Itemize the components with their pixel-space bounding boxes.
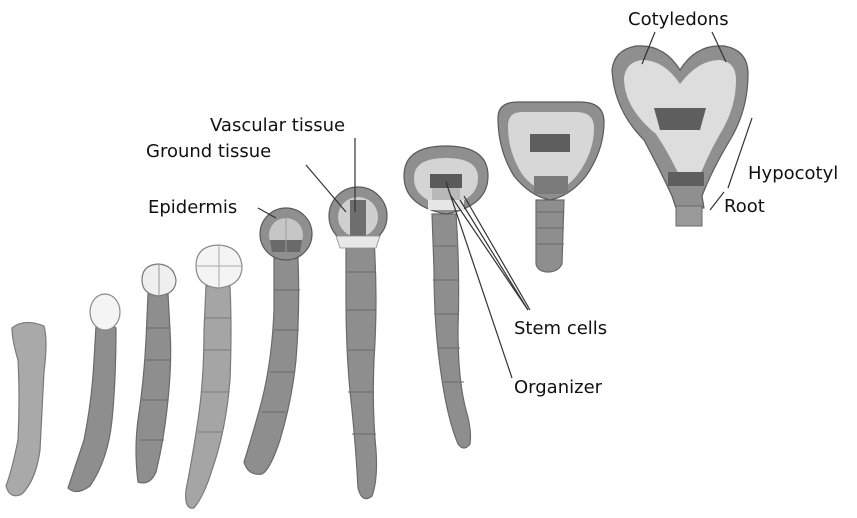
suspensor-cell	[6, 322, 46, 495]
embryo-stage-2	[68, 294, 120, 492]
root-bracket	[710, 192, 724, 210]
ground-tissue-pointer	[306, 165, 346, 212]
stem-cells-pointer-3	[464, 196, 530, 310]
label-root: Root	[724, 198, 765, 216]
label-cotyledons: Cotyledons	[628, 11, 729, 29]
label-hypocotyl: Hypocotyl	[748, 165, 838, 183]
embryo-stage-4	[186, 245, 242, 508]
suspensor	[68, 324, 116, 491]
suspensor	[432, 214, 471, 448]
suspensor	[136, 294, 171, 483]
label-vascular-tissue: Vascular tissue	[210, 117, 345, 135]
suspensor	[346, 240, 377, 499]
embryo-stage-6	[329, 187, 387, 499]
label-organizer: Organizer	[514, 379, 602, 397]
embryo-stage-8	[498, 102, 604, 272]
embryo-stage-3	[136, 264, 176, 483]
stem-cells-pointer-1	[451, 196, 528, 310]
embryo-stage-5	[244, 208, 312, 474]
label-stem-cells: Stem cells	[514, 320, 607, 338]
label-epidermis: Epidermis	[148, 199, 237, 217]
suspensor	[536, 200, 564, 272]
embryo-stage-1	[6, 322, 46, 495]
label-ground-tissue: Ground tissue	[146, 143, 271, 161]
suspensor	[186, 286, 231, 508]
apical-cell	[90, 294, 120, 330]
embryo-stage-7	[404, 146, 488, 448]
